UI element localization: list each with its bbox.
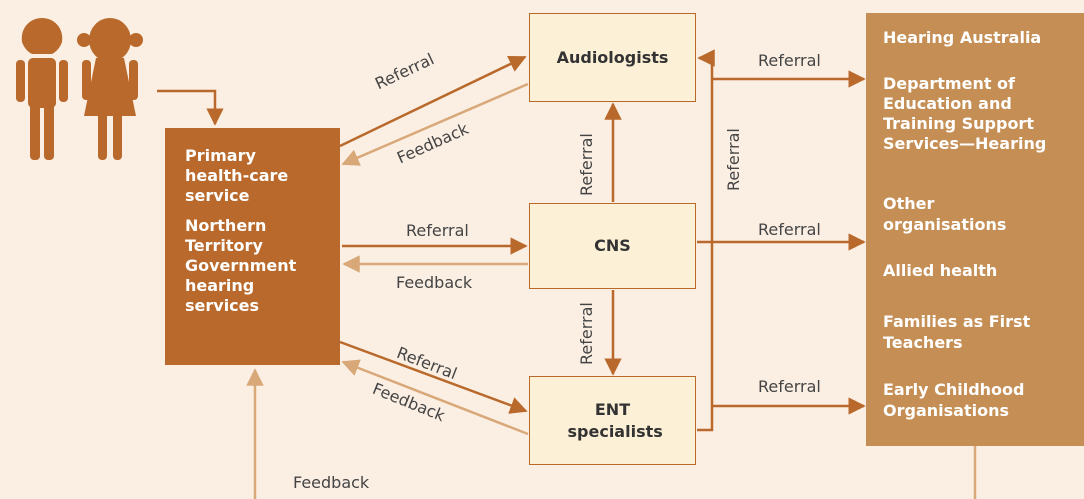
label-referral-cns-audiologists: Referral [577, 133, 596, 196]
label-referral-primary-cns: Referral [406, 221, 469, 240]
primary-health-care-label: Primary health-care service [185, 146, 289, 205]
arrow-ent-to-audiologists [697, 49, 715, 432]
org-other-organisations: Other organisations [883, 194, 1007, 234]
organisations-box: Hearing Australia Department of Educatio… [866, 13, 1084, 446]
audiologists-label: Audiologists [556, 47, 669, 67]
label-referral-cns-organisations: Referral [758, 220, 821, 239]
arrow-primary-to-audiologists [339, 55, 527, 148]
arrow-audiologists-to-primary [341, 82, 529, 166]
nt-government-hearing-label: Northern Territory Government hearing se… [185, 216, 297, 315]
label-referral-to-hearing-australia: Referral [758, 51, 821, 70]
label-referral-ent-audiologists: Referral [724, 128, 743, 191]
boy-icon [16, 18, 68, 160]
label-referral-cns-ent: Referral [577, 302, 596, 365]
label-referral-ent-organisations: Referral [758, 377, 821, 396]
arrow-ent-to-primary [341, 359, 529, 436]
ent-specialists-box: ENT specialists [529, 376, 696, 465]
org-early-childhood: Early Childhood Organisations [883, 380, 1025, 420]
label-feedback-cns-primary: Feedback [396, 273, 473, 292]
cns-box: CNS [529, 203, 696, 289]
cns-label: CNS [594, 236, 631, 255]
arrow-primary-to-ent [339, 340, 528, 414]
org-allied-health: Allied health [883, 261, 998, 280]
org-families-first-teachers: Families as First Teachers [883, 312, 1031, 352]
audiologists-box: Audiologists [529, 13, 696, 102]
label-feedback-bottom: Feedback [293, 473, 370, 492]
org-department-education: Department of Education and Training Sup… [883, 74, 1047, 153]
primary-health-care-box: Primary health-care service Northern Ter… [165, 128, 340, 365]
arrow-children-to-primary [157, 89, 224, 126]
girl-icon [77, 18, 143, 160]
ent-specialists-label: ENT specialists [567, 399, 663, 441]
org-hearing-australia: Hearing Australia [883, 28, 1042, 47]
